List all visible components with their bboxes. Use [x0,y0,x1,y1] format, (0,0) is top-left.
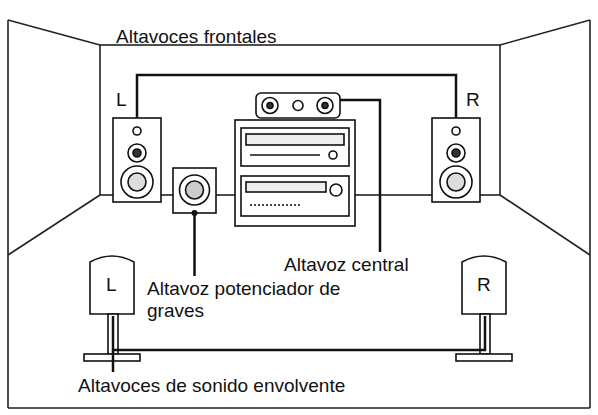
av-rack [235,120,355,226]
front-right-speaker [432,118,480,202]
center-speaker [256,93,340,118]
group-title: Altavoces de sonido envolvente [76,375,347,397]
surround-leader [112,350,115,372]
center-leader [340,100,380,252]
channel-letter: R [477,274,491,296]
subwoofer [173,168,216,213]
subwoofer-leader [193,213,196,276]
group-title: Altavoces frontales [116,26,277,48]
front-speaker-wire [137,75,456,118]
part-name: Altavoz potenciador de graves [145,278,377,322]
room-outline [8,20,590,408]
channel-letter: L [116,89,127,111]
leader-dot [192,210,198,216]
front-left-speaker [113,118,161,202]
channel-letter: L [106,274,117,296]
part-name: Altavoz central [282,254,411,276]
channel-letter: R [466,89,480,111]
